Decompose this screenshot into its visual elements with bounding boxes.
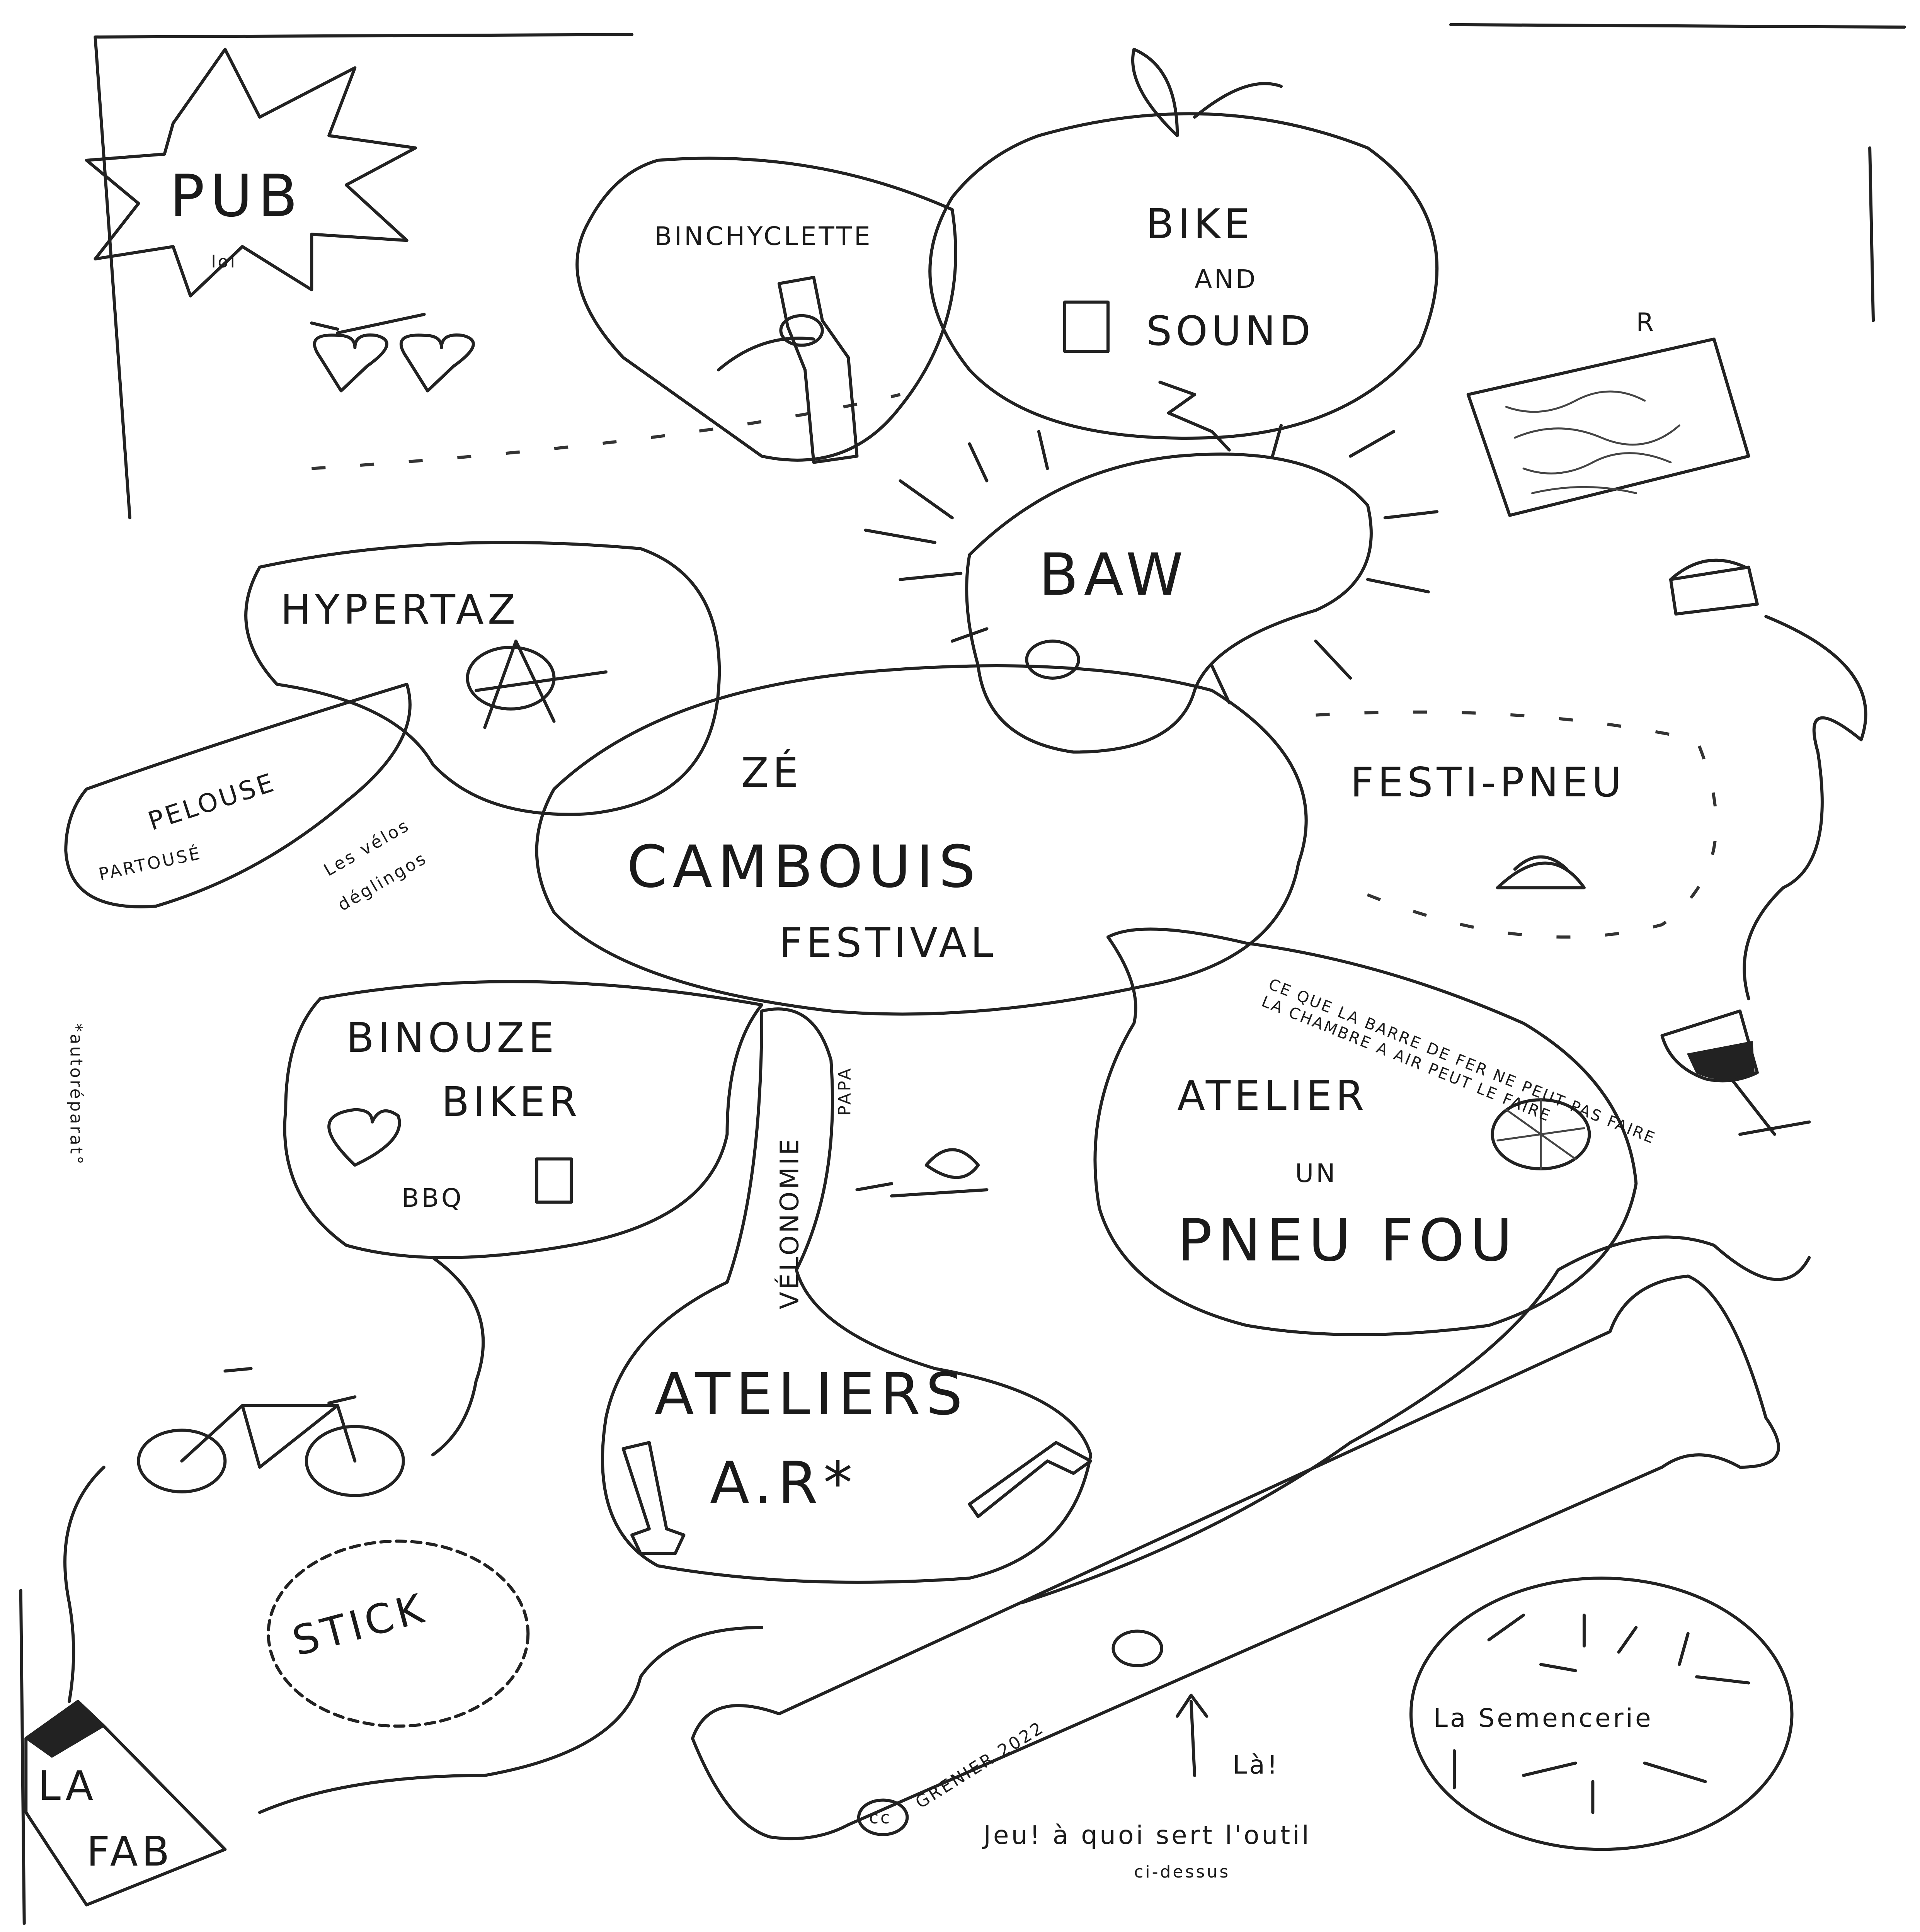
- cc-badge-label: cc: [869, 1808, 892, 1828]
- cambouis-line3: FESTIVAL: [779, 919, 997, 966]
- binouze-line1: BINOUZE: [346, 1014, 558, 1061]
- maze-outline[interactable]: [1468, 339, 1749, 515]
- path-southeast: [1021, 1237, 1809, 1603]
- cambouis-line1: ZÉ: [741, 749, 802, 796]
- bbq-label: BBQ: [402, 1183, 464, 1213]
- cambouis-line2: CAMBOUIS: [626, 833, 981, 901]
- maze-label: R: [1636, 308, 1656, 338]
- game-line2: ci-dessus: [1134, 1862, 1231, 1882]
- seed-arrows-icon: [1454, 1615, 1749, 1813]
- velonomie-label: VÉLONOMIE: [774, 1136, 805, 1310]
- hypertaz-outline[interactable]: [246, 543, 719, 815]
- heart-icon: [329, 1110, 399, 1165]
- wine-glass-icon: [1662, 1011, 1809, 1134]
- game-line1: Jeu! à quoi sert l'outil: [983, 1820, 1311, 1850]
- baw-bike-icon: [1026, 641, 1078, 678]
- pelouse-outline[interactable]: [66, 684, 410, 907]
- bike-sound-line2: AND: [1195, 264, 1258, 294]
- velonomie-outline[interactable]: [603, 1009, 1091, 1582]
- binchyclette-outline[interactable]: [577, 158, 956, 460]
- speaker-icon: [1065, 302, 1108, 352]
- la-fab-line1: LA: [38, 1762, 97, 1810]
- bike-and-sound-outline[interactable]: [930, 49, 1437, 438]
- wheel-spokes-icon: [1498, 1100, 1584, 1169]
- festi-pneu-outline[interactable]: [1316, 712, 1716, 937]
- lightning-icon: [1160, 382, 1229, 450]
- treasure-chest-icon: [1671, 560, 1757, 614]
- bike-sound-line1: BIKE: [1146, 200, 1254, 248]
- la-fab-roof-icon: [26, 1701, 104, 1757]
- pneu-fou-line2: UN: [1295, 1158, 1338, 1188]
- semencerie-outline[interactable]: [1411, 1578, 1792, 1849]
- stick-outline[interactable]: [268, 1541, 528, 1726]
- path-south: [260, 1628, 762, 1813]
- la-fab-line2: FAB: [86, 1828, 174, 1875]
- pneu-fou-outline[interactable]: [1095, 929, 1636, 1335]
- arrow-up-icon: [1177, 1695, 1207, 1775]
- cc-badge-icon: [859, 1800, 907, 1835]
- pub-star-outline[interactable]: [87, 49, 415, 296]
- pub-label: PUB: [170, 162, 303, 230]
- la-label: Là!: [1232, 1750, 1280, 1780]
- velonomie-sub: PAPA: [835, 1066, 855, 1116]
- frame-lines: [21, 25, 1905, 1923]
- path-east: [1744, 616, 1866, 998]
- bottle-wheel-icon: [781, 316, 822, 345]
- hypertaz-label: HYPERTAZ: [280, 586, 519, 634]
- beer-can-icon: [537, 1159, 572, 1202]
- pneu-fou-line1: ATELIER: [1177, 1072, 1368, 1119]
- path-west: [65, 1467, 104, 1701]
- cambouis-outline[interactable]: [537, 666, 1306, 1014]
- bottle-icon: [718, 277, 857, 463]
- bicycle-icon: [138, 1369, 403, 1496]
- binouze-outline[interactable]: [285, 981, 762, 1257]
- tire-lever-icon: [970, 1442, 1091, 1516]
- maze-icon: [1506, 391, 1679, 493]
- heart-bike-icon: [311, 315, 473, 391]
- ateliers-ar-line2: A.R*: [710, 1450, 858, 1517]
- anarchy-arrows-icon: [476, 641, 606, 727]
- binchyclette-label: BINCHYCLETTE: [654, 221, 873, 251]
- footnote-label: *autoréparat°: [66, 1023, 86, 1166]
- dashed-path-north: [311, 395, 900, 468]
- binouze-line2: BIKER: [441, 1078, 581, 1126]
- baw-rays-icon: [866, 425, 1437, 703]
- pneu-fou-line3: PNEU FOU: [1177, 1207, 1518, 1274]
- snail-icon: [857, 1150, 987, 1196]
- pub-sub-label: lol: [211, 252, 237, 272]
- semencerie-label: La Semencerie: [1433, 1703, 1653, 1733]
- tool-outline[interactable]: [693, 1276, 1779, 1838]
- path-binouze: [433, 1258, 483, 1455]
- bike-sound-line3: SOUND: [1146, 308, 1315, 355]
- ateliers-ar-line1: ATELIERS: [654, 1361, 968, 1429]
- baw-outline[interactable]: [967, 454, 1371, 752]
- baw-label: BAW: [1038, 541, 1189, 609]
- wrench-icon: [623, 1442, 684, 1553]
- tool-hole-icon: [1113, 1631, 1161, 1665]
- tire-pile-icon: [1498, 857, 1584, 888]
- festi-pneu-label: FESTI-PNEU: [1350, 759, 1626, 806]
